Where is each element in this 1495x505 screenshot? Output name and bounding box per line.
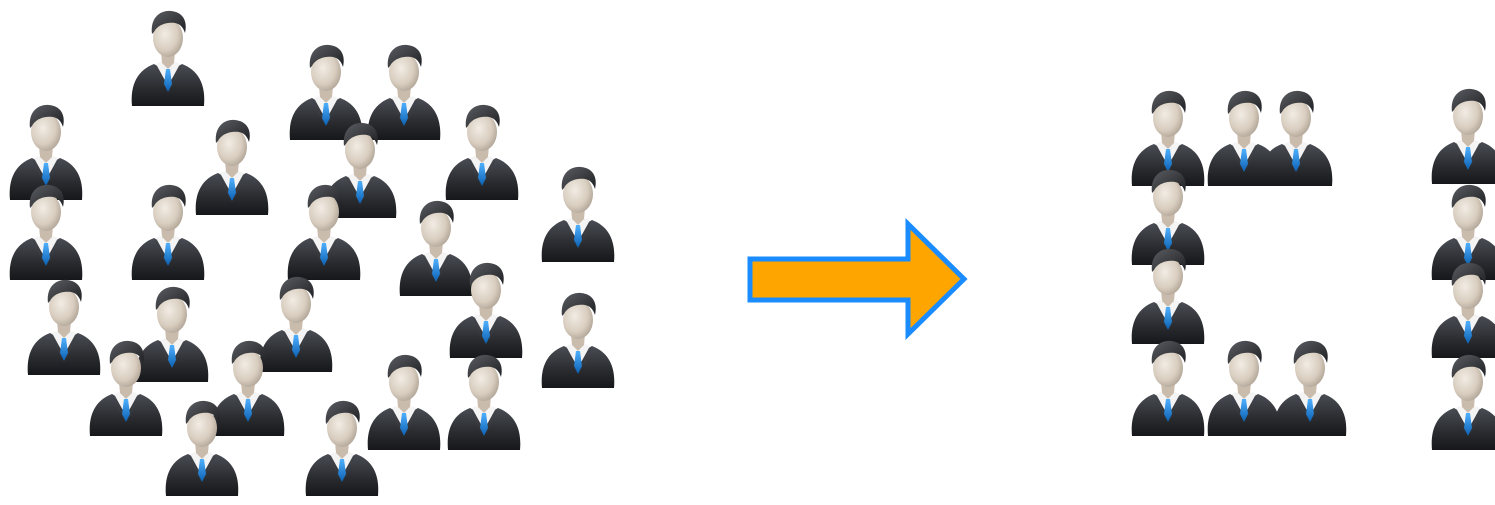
letter-partial-formation xyxy=(1432,89,1495,450)
businessman-icon xyxy=(1208,341,1281,436)
businessman-icon xyxy=(1274,341,1347,436)
businessman-icon xyxy=(1132,341,1205,436)
businessman-icon xyxy=(306,401,379,496)
businessman-icon xyxy=(132,11,205,106)
businessman-icon xyxy=(1260,91,1333,186)
businessman-icon xyxy=(132,185,205,280)
businessman-icon xyxy=(260,277,333,372)
businessman-icon xyxy=(400,201,473,296)
businessman-icon xyxy=(368,355,441,450)
businessman-icon xyxy=(290,45,363,140)
businessman-icon xyxy=(446,105,519,200)
businessman-icon xyxy=(448,355,521,450)
businessman-icon xyxy=(368,45,441,140)
scattered-crowd xyxy=(10,11,615,496)
businessman-icon xyxy=(542,167,615,262)
organized-formation xyxy=(1132,89,1495,450)
businessman-icon xyxy=(28,280,101,375)
businessman-icon xyxy=(1432,89,1495,184)
businessman-icon xyxy=(136,287,209,382)
businessman-icon xyxy=(1432,355,1495,450)
businessman-icon xyxy=(196,120,269,215)
letter-c-formation xyxy=(1132,91,1347,436)
right-arrow-icon xyxy=(750,224,964,334)
businessman-icon xyxy=(542,293,615,388)
